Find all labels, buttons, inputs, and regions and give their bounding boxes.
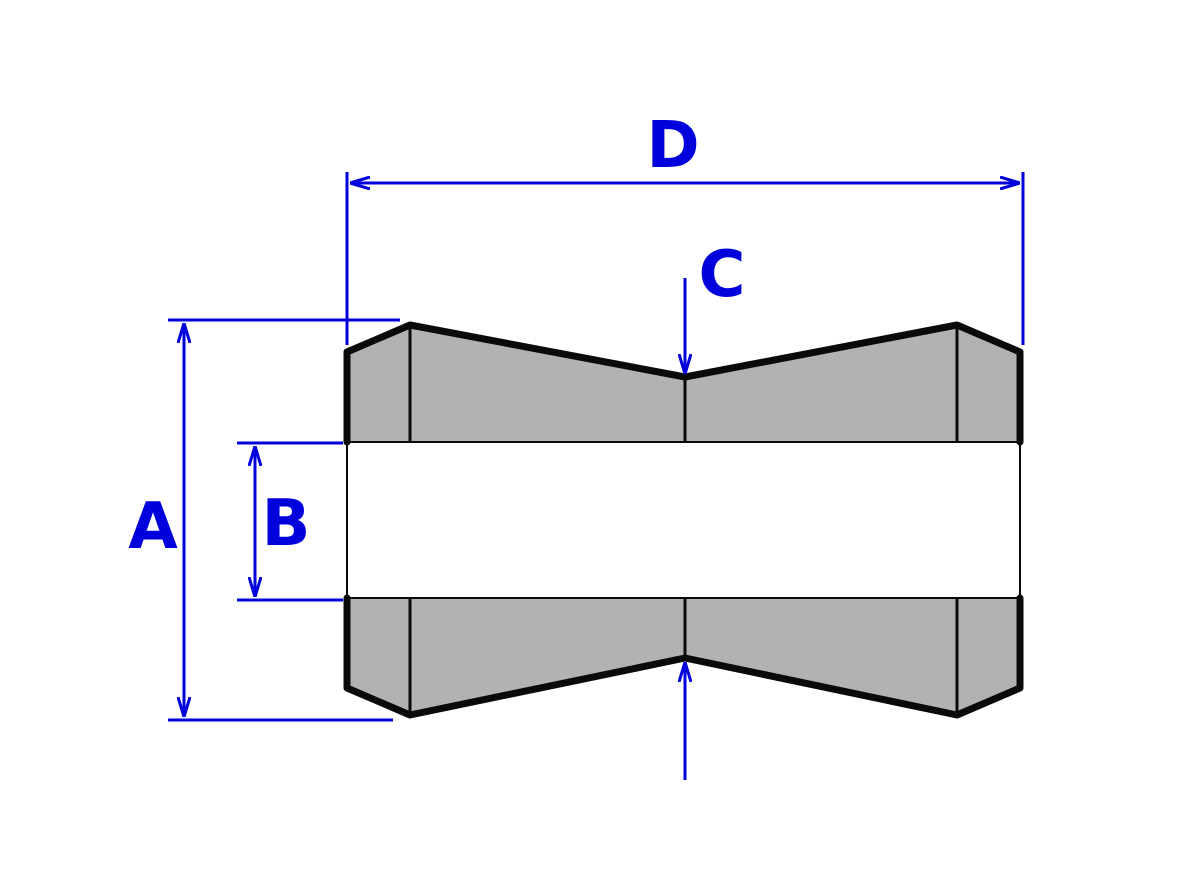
dimension-a: A: [128, 318, 400, 722]
dimension-d-label: D: [646, 109, 699, 183]
dimension-b: B: [237, 441, 343, 602]
dimension-c-label: C: [699, 238, 746, 312]
dimension-d: D: [345, 109, 1025, 345]
dimension-b-label: B: [262, 487, 311, 561]
roller-body: [343, 321, 1024, 719]
roller-bore: [346, 441, 1021, 599]
dimension-c: C: [685, 238, 745, 780]
dimension-a-label: A: [128, 490, 178, 564]
